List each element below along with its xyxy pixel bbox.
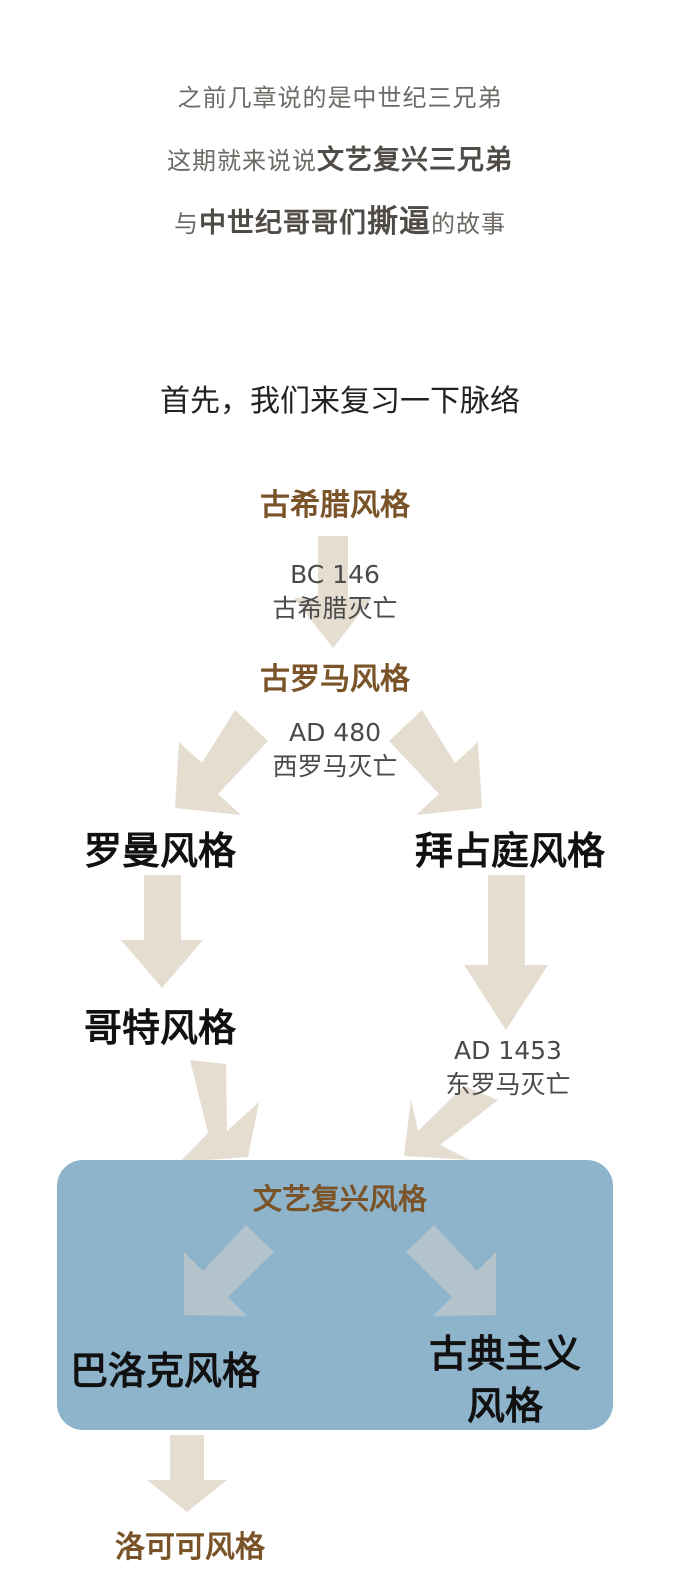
- intro-line-1: 之前几章说的是中世纪三兄弟: [177, 84, 503, 112]
- event-west-rome-fall-label: 西罗马灭亡: [272, 752, 398, 781]
- event-greek-fall: BC 146 古希腊灭亡: [235, 558, 435, 626]
- node-classicism-line-1: 古典主义: [428, 1332, 581, 1376]
- intro-line-3: 与中世纪哥哥们撕逼的故事: [0, 196, 680, 241]
- arrow-rome-to-byzantine: [389, 710, 482, 815]
- arrow-gothic-to-renaissance: [180, 1060, 259, 1162]
- node-romanesque: 罗曼风格: [83, 829, 236, 873]
- arrow-byzantine-to-renaissance: [404, 1086, 498, 1160]
- node-byzantine: 拜占庭风格: [414, 829, 605, 873]
- arrow-rome-to-romanesque: [175, 710, 268, 815]
- event-east-rome-fall: AD 1453 东罗马灭亡: [408, 1034, 608, 1102]
- arrow-renaissance-to-classicism: [406, 1225, 496, 1316]
- event-west-rome-fall-year: AD 480: [288, 718, 382, 747]
- event-east-rome-fall-label: 东罗马灭亡: [445, 1070, 571, 1099]
- intro-line-3-highlight-2: 撕逼: [367, 204, 431, 240]
- section-subtitle: 首先，我们来复习一下脉络: [160, 384, 520, 419]
- event-west-rome-fall: AD 480 西罗马灭亡: [235, 716, 435, 784]
- arrow-renaissance-to-baroque: [184, 1225, 274, 1316]
- intro-line-2-highlight: 文艺复兴三兄弟: [317, 145, 513, 176]
- arrow-greek-to-rome: [294, 536, 372, 648]
- node-baroque: 巴洛克风格: [69, 1349, 260, 1393]
- event-east-rome-fall-year: AD 1453: [454, 1036, 562, 1065]
- intro-line-3-prefix: 与: [174, 210, 199, 238]
- node-ancient-greek: 古希腊风格: [260, 488, 410, 523]
- intro-line-3-suffix: 的故事: [431, 210, 506, 238]
- event-greek-fall-label: 古希腊灭亡: [272, 594, 398, 623]
- node-renaissance: 文艺复兴风格: [252, 1182, 427, 1216]
- node-rococo: 洛可可风格: [115, 1530, 265, 1565]
- node-classicism-line-2: 风格: [466, 1384, 543, 1428]
- node-classicism: 古典主义 风格: [405, 1328, 605, 1432]
- event-greek-fall-year: BC 146: [290, 560, 380, 589]
- arrow-baroque-to-rococo: [147, 1435, 227, 1512]
- node-ancient-rome: 古罗马风格: [260, 662, 410, 697]
- arrow-romanesque-to-gothic: [121, 875, 203, 988]
- renaissance-group-box: [57, 1160, 613, 1430]
- intro-line-3-highlight-1: 中世纪哥哥们: [199, 208, 367, 239]
- intro-line-2-prefix: 这期就来说说: [167, 147, 317, 175]
- arrow-byzantine-to-east-rome-fall: [464, 875, 548, 1030]
- node-gothic: 哥特风格: [83, 1006, 236, 1050]
- intro-line-2: 这期就来说说文艺复兴三兄弟: [0, 138, 680, 177]
